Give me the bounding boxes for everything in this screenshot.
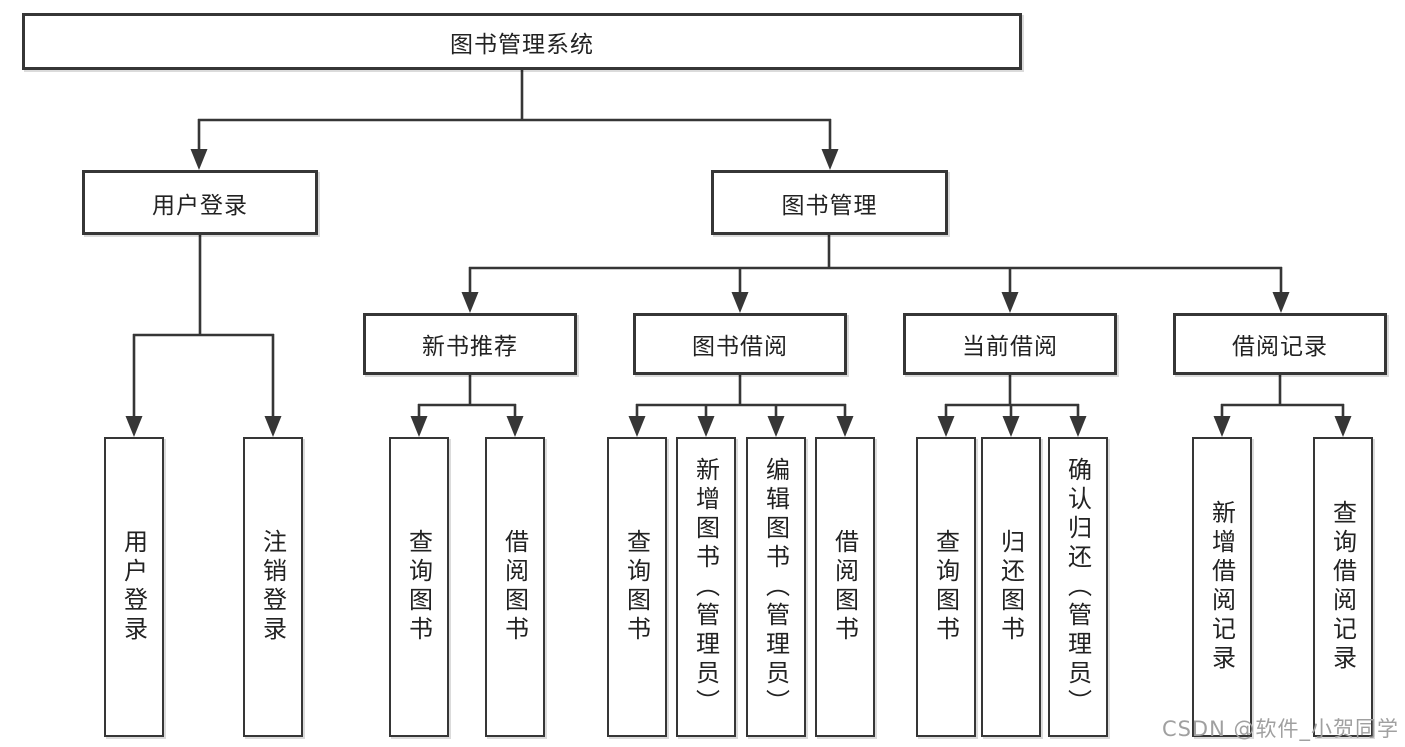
leaf-borrow-books-recommend: 借阅图书 (485, 437, 545, 737)
node-borrow-records: 借阅记录 (1173, 313, 1387, 375)
leaf-edit-book-admin: 编辑图书（管理员） (746, 437, 806, 737)
leaf-add-book-admin: 新增图书（管理员） (676, 437, 736, 737)
node-new-book-recommend: 新书推荐 (363, 313, 577, 375)
node-book-borrow: 图书借阅 (633, 313, 847, 375)
leaf-query-borrow-record: 查询借阅记录 (1313, 437, 1373, 737)
leaf-return-book: 归还图书 (981, 437, 1041, 737)
leaf-query-books-borrow: 查询图书 (607, 437, 667, 737)
node-user-login: 用户登录 (82, 170, 318, 235)
leaf-confirm-return-admin: 确认归还（管理员） (1048, 437, 1108, 737)
node-root: 图书管理系统 (22, 13, 1022, 70)
leaf-add-borrow-record: 新增借阅记录 (1192, 437, 1252, 737)
leaf-user-login: 用户登录 (104, 437, 164, 737)
leaf-borrow-books: 借阅图书 (815, 437, 875, 737)
node-book-management: 图书管理 (711, 170, 948, 235)
leaf-logout: 注销登录 (243, 437, 303, 737)
node-current-borrow: 当前借阅 (903, 313, 1117, 375)
leaf-query-books-recommend: 查询图书 (389, 437, 449, 737)
leaf-query-books-current: 查询图书 (916, 437, 976, 737)
